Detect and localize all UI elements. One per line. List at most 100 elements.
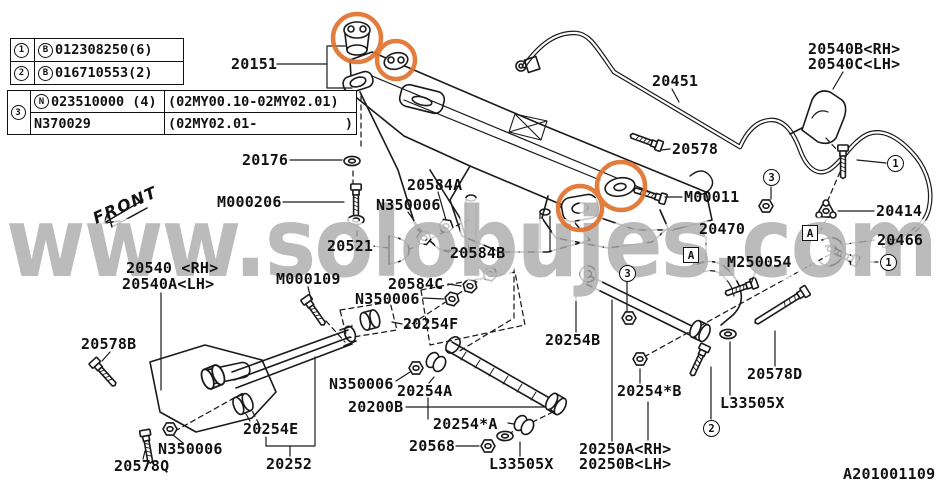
callout-box-A: A xyxy=(683,247,699,263)
part-label-20151: 20151 xyxy=(231,55,278,73)
link-end-bushing xyxy=(686,318,714,344)
highlight-circle-1 xyxy=(330,11,384,65)
part-number: 012308250(6) xyxy=(55,42,153,58)
crossmember-subframe xyxy=(349,51,714,253)
part-label-M000206: M000206 xyxy=(217,193,282,211)
part-label-20254xA: 20254*A xyxy=(433,415,498,433)
part-label-20250B-LH: 20250B<LH> xyxy=(579,455,672,473)
part-label-20584A: 20584A xyxy=(407,176,463,194)
applicability-range: (02MY02.01- xyxy=(168,115,258,132)
highlight-circle-2 xyxy=(374,38,418,82)
prefix-code: B xyxy=(38,42,53,58)
nut-20414 xyxy=(815,199,837,219)
washer-L33505X xyxy=(496,430,514,442)
part-label-20578Q: 20578Q xyxy=(114,457,170,475)
arm-bushing xyxy=(198,362,228,392)
front-arrow xyxy=(103,199,148,228)
part-label-20521: 20521 xyxy=(327,237,374,255)
tow-hook xyxy=(689,170,714,195)
link-end-bushing xyxy=(542,390,570,418)
callout-circle-3: 3 xyxy=(619,265,636,282)
part-label-N350006: N350006 xyxy=(355,290,420,308)
prefix-code: N xyxy=(34,94,49,109)
part-label-20176: 20176 xyxy=(242,151,289,169)
part-label-20578D: 20578D xyxy=(747,365,803,383)
front-lateral-link xyxy=(579,265,701,339)
highlight-circles xyxy=(330,11,648,233)
part-label-20568: 20568 xyxy=(409,437,456,455)
part-label-20540A-LH: 20540A<LH> xyxy=(122,275,215,293)
part-label-20254E: 20254E xyxy=(243,420,299,438)
part-label-M00011: M00011 xyxy=(684,188,740,206)
part-number: 016710553(2) xyxy=(55,65,153,81)
stabilizer-bracket-20540B xyxy=(789,90,847,145)
part-label-20470: 20470 xyxy=(699,220,746,238)
circled-index: 1 xyxy=(14,42,29,58)
part-label-N350006: N350006 xyxy=(329,375,394,393)
part-number: N370029 xyxy=(34,115,91,132)
bolt-callout2 xyxy=(686,342,712,379)
part-label-20414: 20414 xyxy=(876,202,923,220)
bushing-20254E xyxy=(230,391,256,417)
washer-L33505X xyxy=(719,328,737,340)
nut-N350006 xyxy=(162,422,178,436)
range-close: ) xyxy=(344,115,353,132)
part-label-20254xB: 20254*B xyxy=(617,382,682,400)
rear-lateral-link xyxy=(445,336,561,413)
part-label-M250054: M250054 xyxy=(727,253,792,271)
nut-20254sB xyxy=(632,352,648,366)
part-label-20254A: 20254A xyxy=(397,382,453,400)
nut-20568 xyxy=(480,439,496,453)
part-label-20540C-LH: 20540C<LH> xyxy=(808,55,901,73)
stabilizer-bar xyxy=(515,30,933,249)
part-label-L33505X: L33505X xyxy=(720,394,785,412)
circled-index: 2 xyxy=(14,65,29,81)
highlight-circle-4 xyxy=(594,159,648,213)
part-label-20578B: 20578B xyxy=(81,335,137,353)
part-label-20540B-RH: 20540B<RH> xyxy=(808,40,901,58)
bolt-M000109 xyxy=(299,293,330,329)
cap-20521 xyxy=(388,235,410,265)
mount-bushing-top xyxy=(343,21,371,56)
part-label-L33505X: L33505X xyxy=(489,455,554,473)
part-label-20578: 20578 xyxy=(672,140,719,158)
part-label-20466: 20466 xyxy=(877,231,924,249)
part-number: 023510000 (4) xyxy=(51,93,157,110)
part-label-20584B: 20584B xyxy=(450,244,506,262)
fasteners xyxy=(87,21,861,465)
part-label-20451: 20451 xyxy=(652,72,699,90)
bushing-20254F xyxy=(357,308,383,332)
callout-circle-2: 2 xyxy=(703,420,720,437)
callout-circle-1: 1 xyxy=(887,155,904,172)
bolt-20578 xyxy=(627,129,665,153)
mount-grommet-oval xyxy=(604,176,636,198)
prefix-code: B xyxy=(38,65,53,81)
part-label-N350006: N350006 xyxy=(158,440,223,458)
part-label-20540-RH: 20540 <RH> xyxy=(126,259,219,277)
part-label-20252: 20252 xyxy=(266,455,313,473)
part-label-20584C: 20584C xyxy=(388,275,444,293)
part-label-N350006: N350006 xyxy=(376,196,441,214)
bushing-20254A xyxy=(422,349,450,375)
assembly-dashed-lines xyxy=(174,95,841,439)
part-label-M000109: M000109 xyxy=(276,270,341,288)
watermark: www.solobujes.com xyxy=(6,187,936,299)
part-label-20250A-RH: 20250A<RH> xyxy=(579,440,672,458)
highlight-circle-3 xyxy=(555,183,605,233)
bolt-20578B xyxy=(87,356,120,390)
mount-grommet-small xyxy=(383,51,409,71)
mount-eye xyxy=(342,70,374,94)
callout-circle-1: 1 xyxy=(880,254,897,271)
nut-callout3 xyxy=(621,311,637,325)
washer-20176 xyxy=(343,155,361,167)
applicability-range: (02MY00.10-02MY02.01) xyxy=(168,93,339,110)
leader-lines xyxy=(101,45,887,460)
part-label-20200B: 20200B xyxy=(348,398,404,416)
